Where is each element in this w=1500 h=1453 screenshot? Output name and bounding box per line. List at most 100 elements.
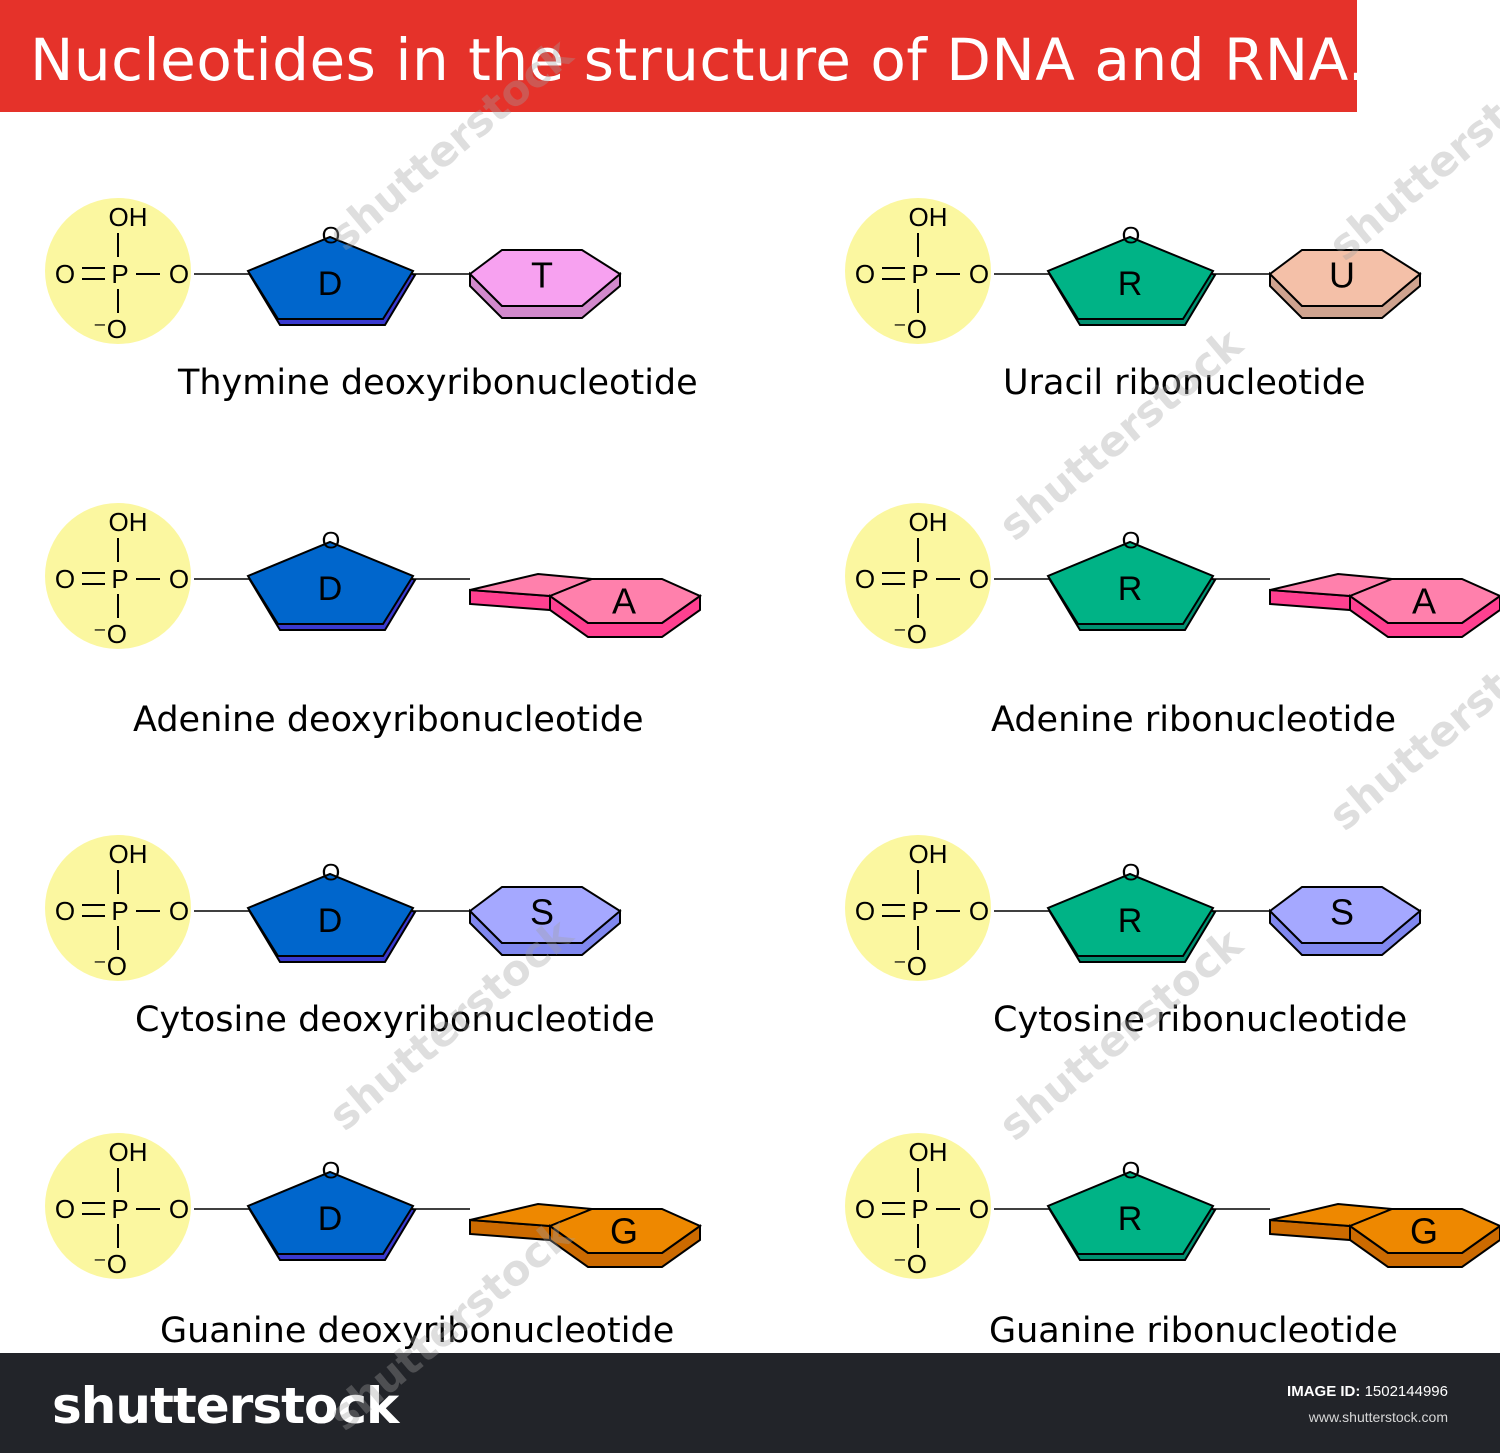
phosphate-o-double-label: O xyxy=(55,1194,75,1224)
nucleotide-caption: Guanine ribonucleotide xyxy=(989,1311,1398,1351)
phosphate-p-label: P xyxy=(111,564,128,594)
phosphate-circle xyxy=(845,1133,991,1279)
phosphate-oh-label: OH xyxy=(109,1137,148,1167)
base-six-ring xyxy=(547,578,703,624)
phosphate-o-link-label: O xyxy=(169,1194,189,1224)
sugar-ring xyxy=(246,1170,415,1255)
phosphate-o-minus-label: ⁻O xyxy=(893,951,927,981)
phosphate-oh-label: OH xyxy=(909,839,948,869)
phosphate-o-minus-label: ⁻O xyxy=(893,619,927,649)
phosphate-o-link-label: O xyxy=(169,896,189,926)
sugar-ring xyxy=(1046,1170,1215,1255)
base-letter: S xyxy=(530,892,554,933)
phosphate-o-double-label: O xyxy=(55,896,75,926)
phosphate-o-link-label: O xyxy=(169,564,189,594)
phosphate-o-minus-label: ⁻O xyxy=(93,619,127,649)
sugar-letter: R xyxy=(1118,570,1143,608)
sugar-letter: R xyxy=(1118,1200,1143,1238)
base-six-ring xyxy=(1347,1208,1500,1254)
sugar-letter: D xyxy=(318,902,343,940)
sugar-ring-oxygen: O xyxy=(322,1158,341,1185)
phosphate-circle xyxy=(45,835,191,981)
base-letter: G xyxy=(1410,1211,1438,1252)
phosphate-o-minus-label: ⁻O xyxy=(893,314,927,344)
phosphate-circle xyxy=(845,503,991,649)
footer-bar: shutterstock IMAGE ID: 1502144996 www.sh… xyxy=(0,1353,1500,1453)
phosphate-circle xyxy=(845,198,991,344)
sugar-letter: D xyxy=(318,265,343,303)
base-letter: G xyxy=(610,1211,638,1252)
phosphate-oh-label: OH xyxy=(909,1137,948,1167)
base-letter: T xyxy=(531,255,553,296)
phosphate-p-label: P xyxy=(911,1194,928,1224)
nucleotide-caption: Uracil ribonucleotide xyxy=(1003,363,1366,403)
phosphate-p-label: P xyxy=(911,896,928,926)
nucleotide-caption: Adenine ribonucleotide xyxy=(991,700,1397,740)
phosphate-p-label: P xyxy=(111,1194,128,1224)
title-banner: Nucleotides in the structure of DNA and … xyxy=(0,0,1366,112)
sugar-letter: R xyxy=(1118,265,1143,303)
phosphate-o-link-label: O xyxy=(969,259,989,289)
phosphate-o-link-label: O xyxy=(969,896,989,926)
phosphate-circle xyxy=(45,1133,191,1279)
sugar-ring-oxygen: O xyxy=(322,223,341,250)
image-id-value: 1502144996 xyxy=(1364,1383,1448,1400)
phosphate-p-label: P xyxy=(111,896,128,926)
phosphate-circle xyxy=(845,835,991,981)
footer-url[interactable]: www.shutterstock.com xyxy=(1308,1409,1448,1425)
base-six-ring xyxy=(547,1208,703,1254)
image-id: IMAGE ID: 1502144996 xyxy=(1287,1383,1448,1400)
phosphate-o-link-label: O xyxy=(169,259,189,289)
phosphate-o-minus-label: ⁻O xyxy=(893,1249,927,1279)
phosphate-oh-label: OH xyxy=(109,507,148,537)
sugar-ring-oxygen: O xyxy=(1122,1158,1141,1185)
base-ring xyxy=(468,886,622,944)
base-ring xyxy=(1268,886,1422,944)
nucleotide-caption: Guanine deoxyribonucleotide xyxy=(160,1311,675,1351)
phosphate-oh-label: OH xyxy=(909,202,948,232)
sugar-ring xyxy=(1046,235,1215,320)
sugar-letter: D xyxy=(318,570,343,608)
base-letter: A xyxy=(612,581,636,622)
sugar-ring-oxygen: O xyxy=(1122,223,1141,250)
phosphate-circle xyxy=(45,198,191,344)
sugar-ring-oxygen: O xyxy=(322,528,341,555)
nucleotide-caption: Cytosine ribonucleotide xyxy=(993,1000,1408,1040)
sugar-letter: R xyxy=(1118,902,1143,940)
sugar-ring xyxy=(246,235,415,320)
base-ring xyxy=(1268,249,1422,307)
phosphate-p-label: P xyxy=(911,259,928,289)
sugar-ring xyxy=(1046,540,1215,625)
base-letter: A xyxy=(1412,581,1436,622)
phosphate-o-double-label: O xyxy=(55,564,75,594)
base-ring xyxy=(468,249,622,307)
sugar-ring-oxygen: O xyxy=(322,860,341,887)
sugar-ring xyxy=(246,540,415,625)
nucleotide-caption: Thymine deoxyribonucleotide xyxy=(178,363,698,403)
image-id-label: IMAGE ID: xyxy=(1287,1383,1361,1400)
sugar-ring xyxy=(246,872,415,957)
phosphate-circle xyxy=(45,503,191,649)
footer-brand[interactable]: shutterstock xyxy=(52,1377,399,1435)
phosphate-o-minus-label: ⁻O xyxy=(93,951,127,981)
sugar-ring-oxygen: O xyxy=(1122,860,1141,887)
phosphate-o-link-label: O xyxy=(969,1194,989,1224)
phosphate-oh-label: OH xyxy=(909,507,948,537)
nucleotide-caption: Cytosine deoxyribonucleotide xyxy=(135,1000,655,1040)
phosphate-o-double-label: O xyxy=(855,1194,875,1224)
phosphate-o-double-label: O xyxy=(855,259,875,289)
phosphate-o-double-label: O xyxy=(55,259,75,289)
